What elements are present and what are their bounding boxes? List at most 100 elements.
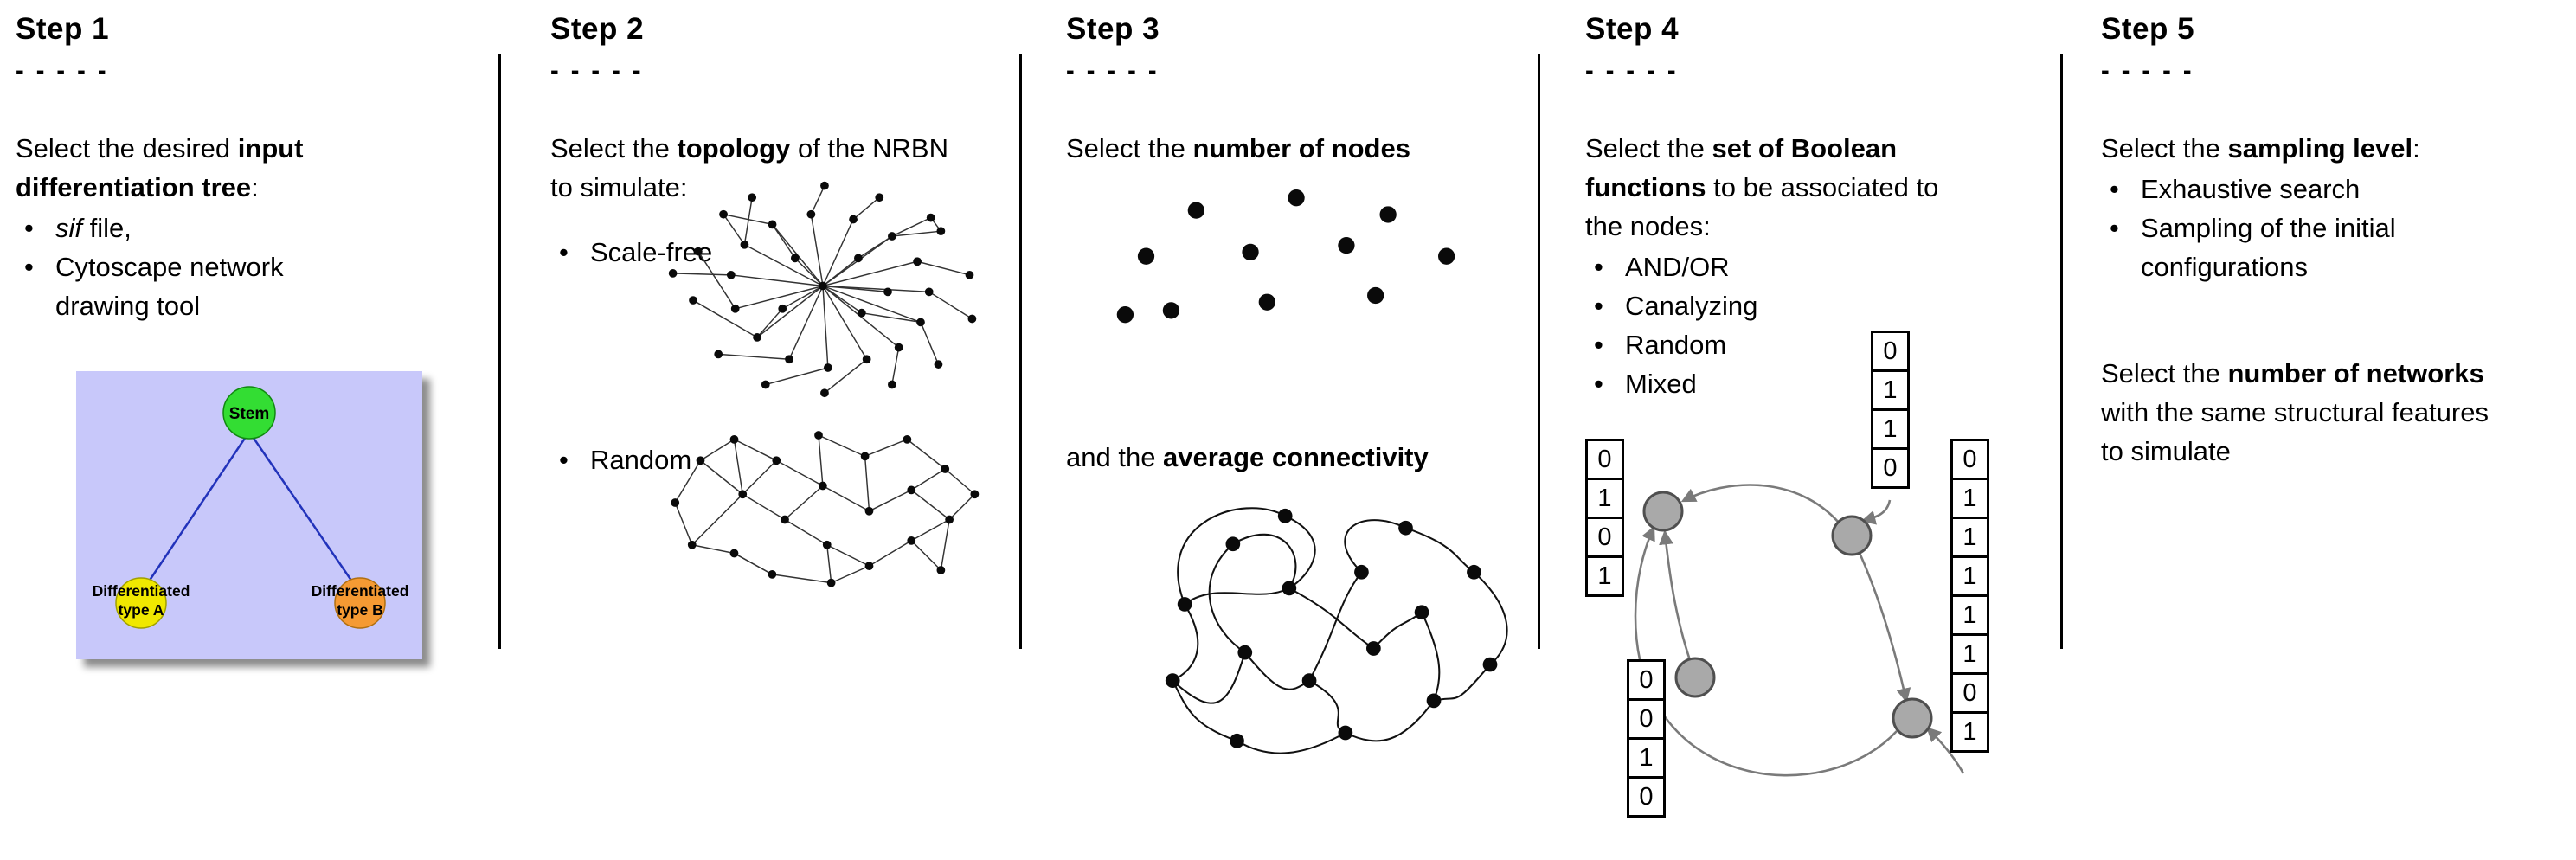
step-1-intro-bold: input differentiation tree (16, 133, 304, 202)
truth-table-cell: 0 (1585, 517, 1624, 558)
divider-3 (1538, 54, 1540, 649)
step-1-intro-text: Select the desired (16, 133, 238, 164)
scale-free-network-illustration (668, 181, 977, 398)
networks-text: Select the (2101, 358, 2228, 388)
boolean-node-c (1674, 657, 1716, 698)
step-1-intro-tail: : (251, 172, 259, 202)
divider-2 (1019, 54, 1022, 649)
type-b-label-line2: type B (337, 601, 382, 619)
bullet-scale-free: Scale-free (550, 233, 712, 272)
arrow-table-to-b (1860, 499, 1892, 525)
networks-bold: number of networks (2227, 358, 2484, 388)
truth-table-top: 0 1 1 0 (1871, 331, 1910, 489)
truth-table-left: 0 1 0 1 (1585, 439, 1624, 597)
random-functions-text: Random (1625, 330, 1727, 360)
type-b-node (334, 577, 386, 629)
tree-edge-right (247, 431, 359, 590)
step-5-title: Step 5 (2101, 12, 2195, 46)
mixed-text: Mixed (1625, 369, 1697, 399)
connectivity-bold: average connectivity (1163, 442, 1429, 472)
bullet-random-functions: Random (1585, 325, 2044, 364)
bullet-random-topology: Random (550, 440, 691, 479)
boolean-node-d (1892, 697, 1933, 739)
truth-table-cell: 0 (1627, 698, 1666, 740)
truth-table-cell: 1 (1950, 517, 1989, 558)
step-3-connectivity: and the average connectivity (1066, 438, 1429, 477)
truth-table-cell: 1 (1871, 369, 1910, 411)
differentiation-tree-svg: Stem Differentiated type A Differentiate… (76, 371, 422, 659)
step-5-column: Step 5 - - - - - Select the sampling lev… (2101, 12, 2564, 471)
nodes-dots-illustration (1116, 189, 1455, 324)
step-5-dashes: - - - - - (2101, 57, 2194, 85)
step-2-intro-text: Select the (550, 133, 678, 164)
bullet-exhaustive-search: Exhaustive search (2101, 170, 2564, 209)
bullet-sampling-initial: Sampling of the initial configurations (2101, 209, 2412, 286)
truth-table-cell: 1 (1950, 478, 1989, 519)
step-5-intro-tail: : (2412, 133, 2420, 164)
step-4-intro-tail: to be associated to the nodes: (1585, 172, 1939, 241)
truth-table-cell: 0 (1627, 659, 1666, 701)
bullet-sif-file: sif file, (16, 209, 487, 247)
step-3-title: Step 3 (1066, 12, 1160, 46)
truth-table-cell: 1 (1950, 555, 1989, 597)
step-4-column: Step 4 - - - - - Select the set of Boole… (1585, 12, 2044, 818)
step-5-networks: Select the number of networks with the s… (2101, 354, 2508, 471)
truth-table-cell: 0 (1871, 331, 1910, 372)
stem-label: Stem (229, 405, 269, 423)
sampling-initial-text: Sampling of the initial configurations (2141, 213, 2396, 282)
step-2-column: Step 2 - - - - - Select the topology of … (550, 12, 1013, 587)
step-4-dashes: - - - - - (1585, 57, 1679, 85)
step-2-title: Step 2 (550, 12, 645, 46)
step-3-dashes: - - - - - (1066, 57, 1160, 85)
truth-table-cell: 0 (1950, 672, 1989, 714)
canalyzing-text: Canalyzing (1625, 291, 1758, 321)
step-4-title: Step 4 (1585, 12, 1680, 46)
step-5-bullets: Exhaustive search Sampling of the initia… (2101, 170, 2564, 286)
arrow-b-to-d (1858, 552, 1911, 703)
step-5-intro-bold: sampling level (2227, 133, 2413, 164)
bullet-mixed: Mixed (1585, 364, 2044, 403)
differentiation-tree-figure: Stem Differentiated type A Differentiate… (76, 371, 422, 659)
step-3-intro-bold: number of nodes (1192, 133, 1410, 164)
truth-table-cell: 1 (1627, 737, 1666, 779)
arrow-table-to-d (1926, 727, 1965, 774)
bullet-cytoscape: Cytoscape network drawing tool (16, 247, 284, 325)
truth-table-cell: 0 (1585, 439, 1624, 480)
type-a-node (115, 577, 167, 629)
and-or-text: AND/OR (1625, 252, 1730, 282)
truth-table-cell: 1 (1585, 478, 1624, 519)
truth-table-bottom: 0 0 1 0 (1627, 659, 1666, 818)
random-topology-text: Random (590, 445, 692, 475)
divider-1 (498, 54, 501, 649)
step-2-intro: Select the topology of the NRBN to simul… (550, 129, 948, 207)
truth-table-cell: 1 (1871, 408, 1910, 450)
bullet-canalyzing: Canalyzing (1585, 286, 2044, 325)
boolean-functions-figure: 0 1 1 0 0 1 0 1 0 1 1 1 1 1 0 1 0 0 1 0 (1585, 331, 1994, 860)
step-4-intro-bold: set of Boolean functions (1585, 133, 1898, 202)
step-2-dashes: - - - - - (550, 57, 644, 85)
step-2-intro-tail: of the NRBN to simulate: (550, 133, 948, 202)
tree-edge-left (142, 431, 251, 590)
truth-table-right: 0 1 1 1 1 1 0 1 (1950, 439, 1989, 753)
step-4-bullets: AND/OR Canalyzing Random Mixed (1585, 247, 2044, 403)
exhaustive-search-text: Exhaustive search (2141, 174, 2361, 204)
boolean-node-a (1642, 491, 1684, 532)
step-4-intro: Select the set of Boolean functions to b… (1585, 129, 1983, 246)
step-1-bullets: sif file, Cytoscape network drawing tool (16, 209, 487, 325)
step-5-intro: Select the sampling level: (2101, 129, 2564, 168)
step-1-column: Step 1 - - - - - Select the desired inpu… (16, 12, 487, 659)
random-network-illustration (671, 431, 980, 587)
truth-table-cell: 1 (1950, 594, 1989, 636)
step-3-intro: Select the number of nodes (1066, 129, 1538, 168)
truth-table-cell: 1 (1950, 633, 1989, 675)
scale-free-text: Scale-free (590, 237, 713, 267)
truth-table-cell: 1 (1585, 555, 1624, 597)
arrow-d-to-a (1634, 525, 1898, 777)
step-1-intro: Select the desired input differentiation… (16, 129, 431, 207)
step-5-intro-text: Select the (2101, 133, 2228, 164)
type-b-label-line1: Differentiated (312, 582, 409, 600)
divider-4 (2060, 54, 2063, 649)
cytoscape-text: Cytoscape network drawing tool (55, 252, 284, 321)
boolean-network-svg (1634, 484, 1965, 777)
